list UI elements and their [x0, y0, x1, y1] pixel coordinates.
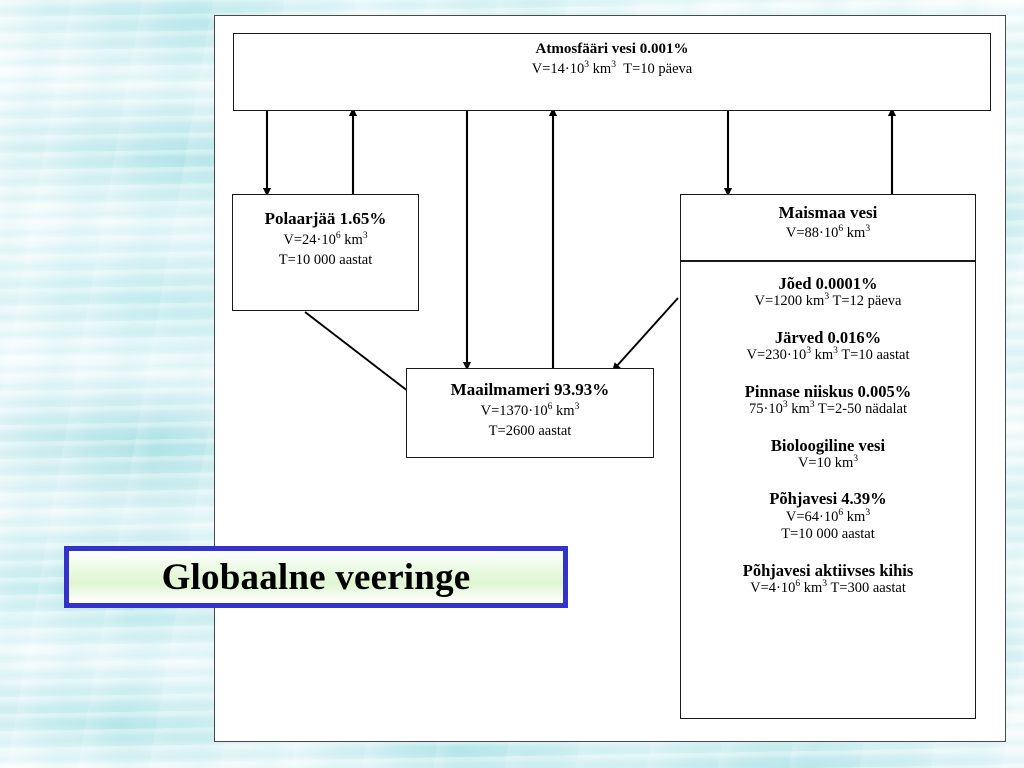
atmosphere-volume-exponent: 3: [584, 58, 590, 70]
box-polar-ice: Polaarjää 1.65% V=24·106 km3 T=10 000 aa…: [232, 194, 419, 311]
land-water-heading: Maismaa vesi: [778, 203, 878, 222]
rivers-values: V=1200 km3 T=12 päeva: [681, 291, 975, 310]
soil-moisture-values: 75·103 km3 T=2-50 nädalat: [681, 399, 975, 418]
polar-ice-heading: Polaarjää 1.65%: [264, 209, 387, 228]
groundwater-heading: Põhjavesi 4.39%: [769, 489, 887, 509]
lakes-volume-exponent: 3: [806, 345, 812, 357]
arrow-polar-ice-to-ocean: [304, 311, 417, 398]
rivers-heading: Jõed 0.0001%: [778, 274, 878, 293]
world-ocean-volume: V=1370·106 km3: [407, 400, 653, 420]
atmosphere-volume-prefix: V=14·10: [531, 60, 585, 77]
lakes-time: T=10 aastat: [837, 347, 910, 364]
world-ocean-unit-exponent: 3: [574, 401, 580, 413]
active-groundwater-volume: V=4·10: [750, 580, 796, 597]
groundwater-unit: km: [843, 508, 866, 525]
groundwater-volume-exponent: 6: [838, 507, 844, 519]
polar-ice-unit: km: [344, 232, 363, 249]
land-water-item-soil-moisture: Pinnase niiskus 0.005% 75·103 km3 T=2-50…: [681, 382, 975, 419]
atmosphere-time: T=10 päeva: [623, 60, 693, 77]
soil-moisture-volume-exponent: 3: [782, 399, 788, 411]
land-water-item-biological-water: Bioloogiline vesi V=10 km3: [681, 436, 975, 473]
polar-ice-unit-exponent: 3: [362, 230, 368, 242]
polar-ice-volume-prefix: V=24·10: [283, 232, 336, 249]
world-ocean-volume-prefix: V=1370·10: [480, 403, 548, 420]
page-title: Globaalne veeringe: [161, 556, 471, 598]
world-ocean-volume-exponent: 6: [547, 401, 553, 413]
soil-moisture-time: T=2-50 nädalat: [814, 401, 908, 418]
box-world-ocean: Maailmameri 93.93% V=1370·106 km3 T=2600…: [406, 368, 654, 458]
active-groundwater-volume-exponent: 6: [795, 578, 801, 590]
biological-water-values: V=10 km3: [681, 453, 975, 472]
soil-moisture-unit: km: [787, 401, 810, 418]
polar-ice-volume: V=24·106 km3: [233, 229, 418, 249]
rivers-volume: V=1200 km: [754, 293, 825, 310]
box-atmosphere-water: Atmosfääri vesi 0.001% V=14·103 km3 T=10…: [233, 33, 991, 111]
world-ocean-time: T=2600 aastat: [488, 423, 572, 440]
polar-ice-volume-exponent: 6: [335, 230, 341, 242]
rivers-volume-exponent: 3: [824, 291, 830, 303]
biological-water-volume-exponent: 3: [853, 453, 859, 465]
active-groundwater-unit-exponent: 3: [822, 578, 828, 590]
lakes-heading: Järved 0.016%: [774, 327, 882, 347]
lakes-values: V=230·103 km3 T=10 aastat: [681, 345, 975, 364]
polar-ice-time: T=10 000 aastat: [278, 252, 373, 269]
diagram-panel: Atmosfääri vesi 0.001% V=14·103 km3 T=10…: [214, 15, 1006, 742]
active-groundwater-unit: km: [800, 580, 823, 597]
lakes-volume: V=230·10: [746, 347, 807, 364]
atmosphere-unit-exponent: 3: [611, 58, 616, 70]
box-land-water-header: Maismaa vesi V=88·106 km3: [680, 194, 976, 261]
atmosphere-unit: km: [592, 60, 612, 77]
active-groundwater-time: T=300 aastat: [827, 580, 906, 597]
land-water-volume-prefix: V=88·10: [785, 225, 839, 242]
biological-water-heading: Bioloogiline vesi: [770, 435, 886, 455]
rivers-time: T=12 päeva: [829, 293, 902, 310]
active-groundwater-heading: Põhjavesi aktiivses kihis: [742, 560, 914, 580]
active-groundwater-values: V=4·106 km3 T=300 aastat: [681, 578, 975, 597]
land-water-volume-exponent: 6: [838, 223, 844, 235]
land-water-item-lakes: Järved 0.016% V=230·103 km3 T=10 aastat: [681, 328, 975, 365]
world-ocean-heading: Maailmameri 93.93%: [450, 380, 610, 399]
world-ocean-unit: km: [556, 403, 575, 420]
land-water-item-groundwater: Põhjavesi 4.39% V=64·106 km3 T=10 000 aa…: [681, 489, 975, 543]
groundwater-volume: V=64·10: [785, 508, 839, 525]
biological-water-volume: V=10 km: [797, 455, 854, 472]
lakes-unit: km: [811, 347, 834, 364]
soil-moisture-heading: Pinnase niiskus 0.005%: [744, 381, 912, 401]
soil-moisture-unit-exponent: 3: [809, 399, 815, 411]
arrow-land-water-to-ocean: [612, 297, 679, 372]
land-water-item-rivers: Jõed 0.0001% V=1200 km3 T=12 päeva: [681, 274, 975, 311]
box-land-water-details: Jõed 0.0001% V=1200 km3 T=12 päeva Järve…: [680, 261, 976, 719]
groundwater-time: T=10 000 aastat: [781, 526, 875, 543]
lakes-unit-exponent: 3: [833, 345, 838, 357]
slide-title-banner: Globaalne veeringe: [64, 546, 568, 608]
land-water-unit-exponent: 3: [865, 223, 871, 235]
groundwater-unit-exponent: 3: [865, 507, 871, 519]
groundwater-values: V=64·106 km3: [681, 507, 975, 526]
atmosphere-values: V=14·103 km3 T=10 päeva: [234, 59, 990, 78]
atmosphere-heading: Atmosfääri vesi 0.001%: [535, 41, 689, 57]
land-water-volume: V=88·106 km3: [681, 223, 975, 242]
soil-moisture-volume: 75·10: [748, 401, 783, 418]
land-water-item-active-groundwater: Põhjavesi aktiivses kihis V=4·106 km3 T=…: [681, 561, 975, 598]
land-water-unit: km: [846, 225, 866, 242]
